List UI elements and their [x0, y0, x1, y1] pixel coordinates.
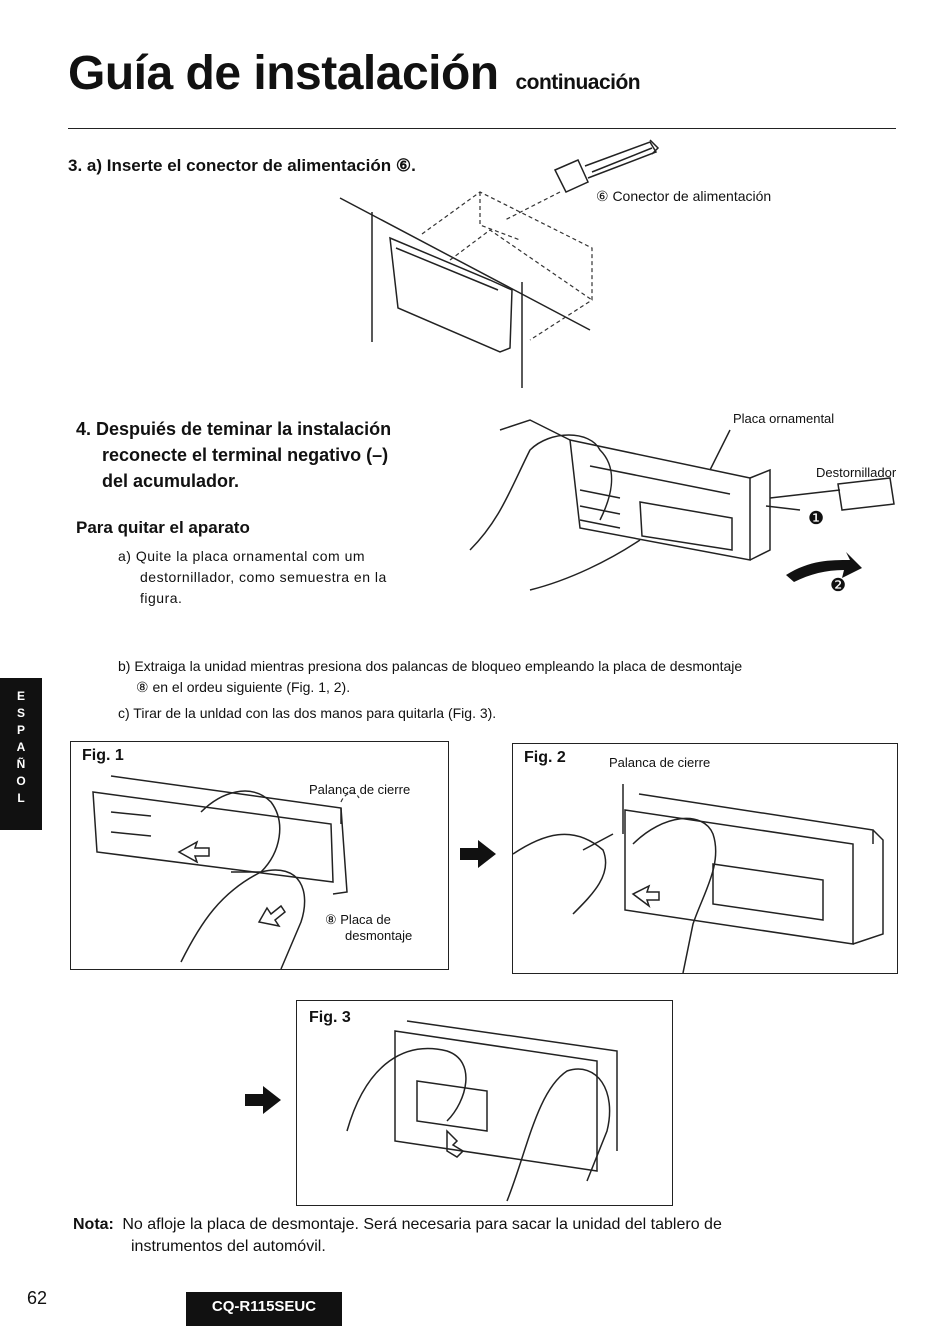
fig1-plate-line-1: ⑧ Placa de	[325, 912, 391, 927]
tab-letter: A	[16, 740, 26, 754]
step-b-line-1: b) Extraiga la unidad mientras presiona …	[118, 658, 743, 674]
fig3-label: Fig. 3	[309, 1009, 351, 1026]
step4-line-3: del acumulador.	[102, 471, 240, 491]
fig1-plate-line-2: desmontaje	[345, 928, 413, 943]
step3-heading: 3. a) Inserte el conector de alimentació…	[68, 156, 416, 175]
fig1-label: Fig. 1	[82, 747, 124, 764]
step4-line-2: reconecte el terminal negativo (–)	[102, 445, 389, 465]
title-text: Guía de instalación	[68, 47, 499, 100]
removal-heading: Para quitar el aparato	[76, 518, 250, 537]
note-block: Nota: No afloje la placa de desmontaje. …	[73, 1214, 722, 1258]
tab-letter: E	[16, 689, 25, 703]
fig1-lever-callout: Palanca de cierre	[309, 782, 411, 797]
fig1-plate-callout: ⑧ Placa de desmontaje	[325, 912, 412, 943]
faceplate-removal-illustration	[469, 419, 895, 591]
fig1-illustration	[92, 775, 360, 970]
figure-2: Fig. 2 Palanca de cierre	[512, 743, 898, 974]
arrow-right-icon	[460, 840, 496, 868]
language-side-tab: E S P A Ñ O L	[0, 678, 42, 830]
connector-illustration	[339, 139, 660, 388]
step4-heading: 4. Despuiés de teminar la instalación re…	[76, 416, 391, 494]
step-a-line-3: figura.	[140, 590, 183, 606]
arrow-right-icon	[245, 1086, 281, 1114]
note-label: Nota:	[73, 1216, 114, 1233]
fig2-label: Fig. 2	[524, 749, 566, 766]
step3-callout: ⑥ Conector de alimentación	[596, 188, 772, 204]
model-badge: CQ-R115SEUC	[186, 1292, 342, 1326]
callout-plate: Placa ornamental	[733, 411, 835, 426]
step-a-line-2: destornillador, como semuestra en la	[140, 569, 387, 585]
step-a-line-1: a) Quite la placa ornamental com um	[118, 548, 366, 564]
page-title: Guía de instalación continuación	[68, 46, 641, 101]
marker-1: ❶	[808, 508, 825, 528]
page-number: 62	[27, 1288, 48, 1308]
callout-screwdriver: Destornillador	[816, 465, 897, 480]
title-subtitle: continuación	[515, 71, 641, 94]
step4-line-1: 4. Despuiés de teminar la instalación	[76, 419, 392, 439]
removal-step-c: c) Tirar de la unldad con las dos manos …	[118, 705, 497, 721]
step-b-line-2: ⑧ en el ordeu siguiente (Fig. 1, 2).	[136, 679, 351, 695]
figure-3: Fig. 3	[296, 1000, 673, 1206]
fig2-illustration	[512, 784, 884, 974]
tab-letter: S	[16, 706, 25, 720]
note-line-2: instrumentos del automóvil.	[131, 1238, 326, 1255]
fig2-lever-callout: Palanca de cierre	[609, 755, 711, 770]
marker-2: ❷	[830, 575, 847, 595]
tab-letter: L	[17, 791, 25, 805]
tab-letter: P	[16, 723, 25, 737]
tab-letter: O	[16, 774, 26, 788]
fig3-illustration	[346, 1020, 618, 1202]
removal-step-a: a) Quite la placa ornamental com um dest…	[118, 546, 387, 609]
figure-1: Fig. 1 Palanca de cierre ⑧ Placa de desm…	[70, 741, 449, 970]
note-line-1: No afloje la placa de desmontaje. Será n…	[122, 1216, 722, 1233]
header-rule	[68, 128, 896, 129]
removal-step-b: b) Extraiga la unidad mientras presiona …	[118, 656, 742, 698]
tab-letter: Ñ	[16, 757, 26, 771]
